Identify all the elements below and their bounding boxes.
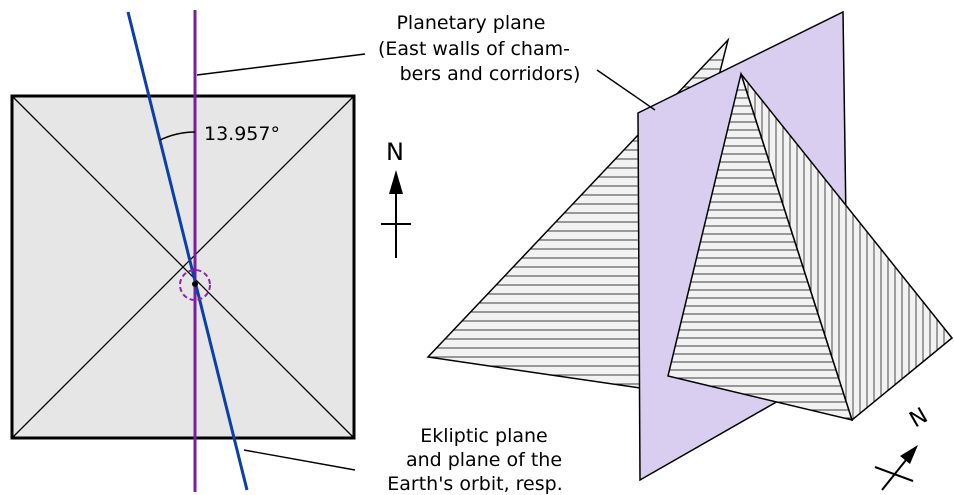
north-arrow-head [389,170,403,194]
ecliptic-label: Ekliptic plane and plane of the Earth's … [387,425,568,495]
pyramid-top-view: 13.957° [10,10,356,492]
planetary-label: Planetary plane (East walls of cham- ber… [378,12,580,85]
iso-north-label: N [906,403,933,433]
planetary-label-line-1: Planetary plane [396,12,545,34]
angle-label: 13.957° [204,123,280,145]
planetary-label-line-2: (East walls of cham- [378,38,570,60]
ecliptic-label-line-3: Earth's orbit, resp. [387,473,563,495]
planetary-leader-line-1 [196,53,366,76]
iso-arrow-head [900,445,918,464]
center-point [192,281,198,287]
ecliptic-label-line-2: and plane of the [406,449,562,471]
diagonal-ne-sw [11,95,355,439]
angle-arc [159,131,196,141]
pyramid-3d-view [426,10,954,482]
pyramid-front-face [667,71,854,422]
planetary-plane-callout: Planetary plane (East walls of cham- ber… [196,12,656,111]
ecliptic-label-line-1: Ekliptic plane [420,425,548,447]
ecliptic-plane-line [126,11,249,491]
planetary-label-line-3: bers and corridors) [400,63,581,85]
iso-north-arrow: N [874,403,933,491]
north-arrow: N [381,138,411,258]
north-label: N [386,138,404,166]
planetary-leader-line-2 [596,69,656,111]
iso-arrow-crossbar [874,466,914,482]
ecliptic-plane-callout: Ekliptic plane and plane of the Earth's … [243,425,568,495]
ecliptic-leader-line [243,449,356,471]
center-marker-circle [179,269,211,301]
